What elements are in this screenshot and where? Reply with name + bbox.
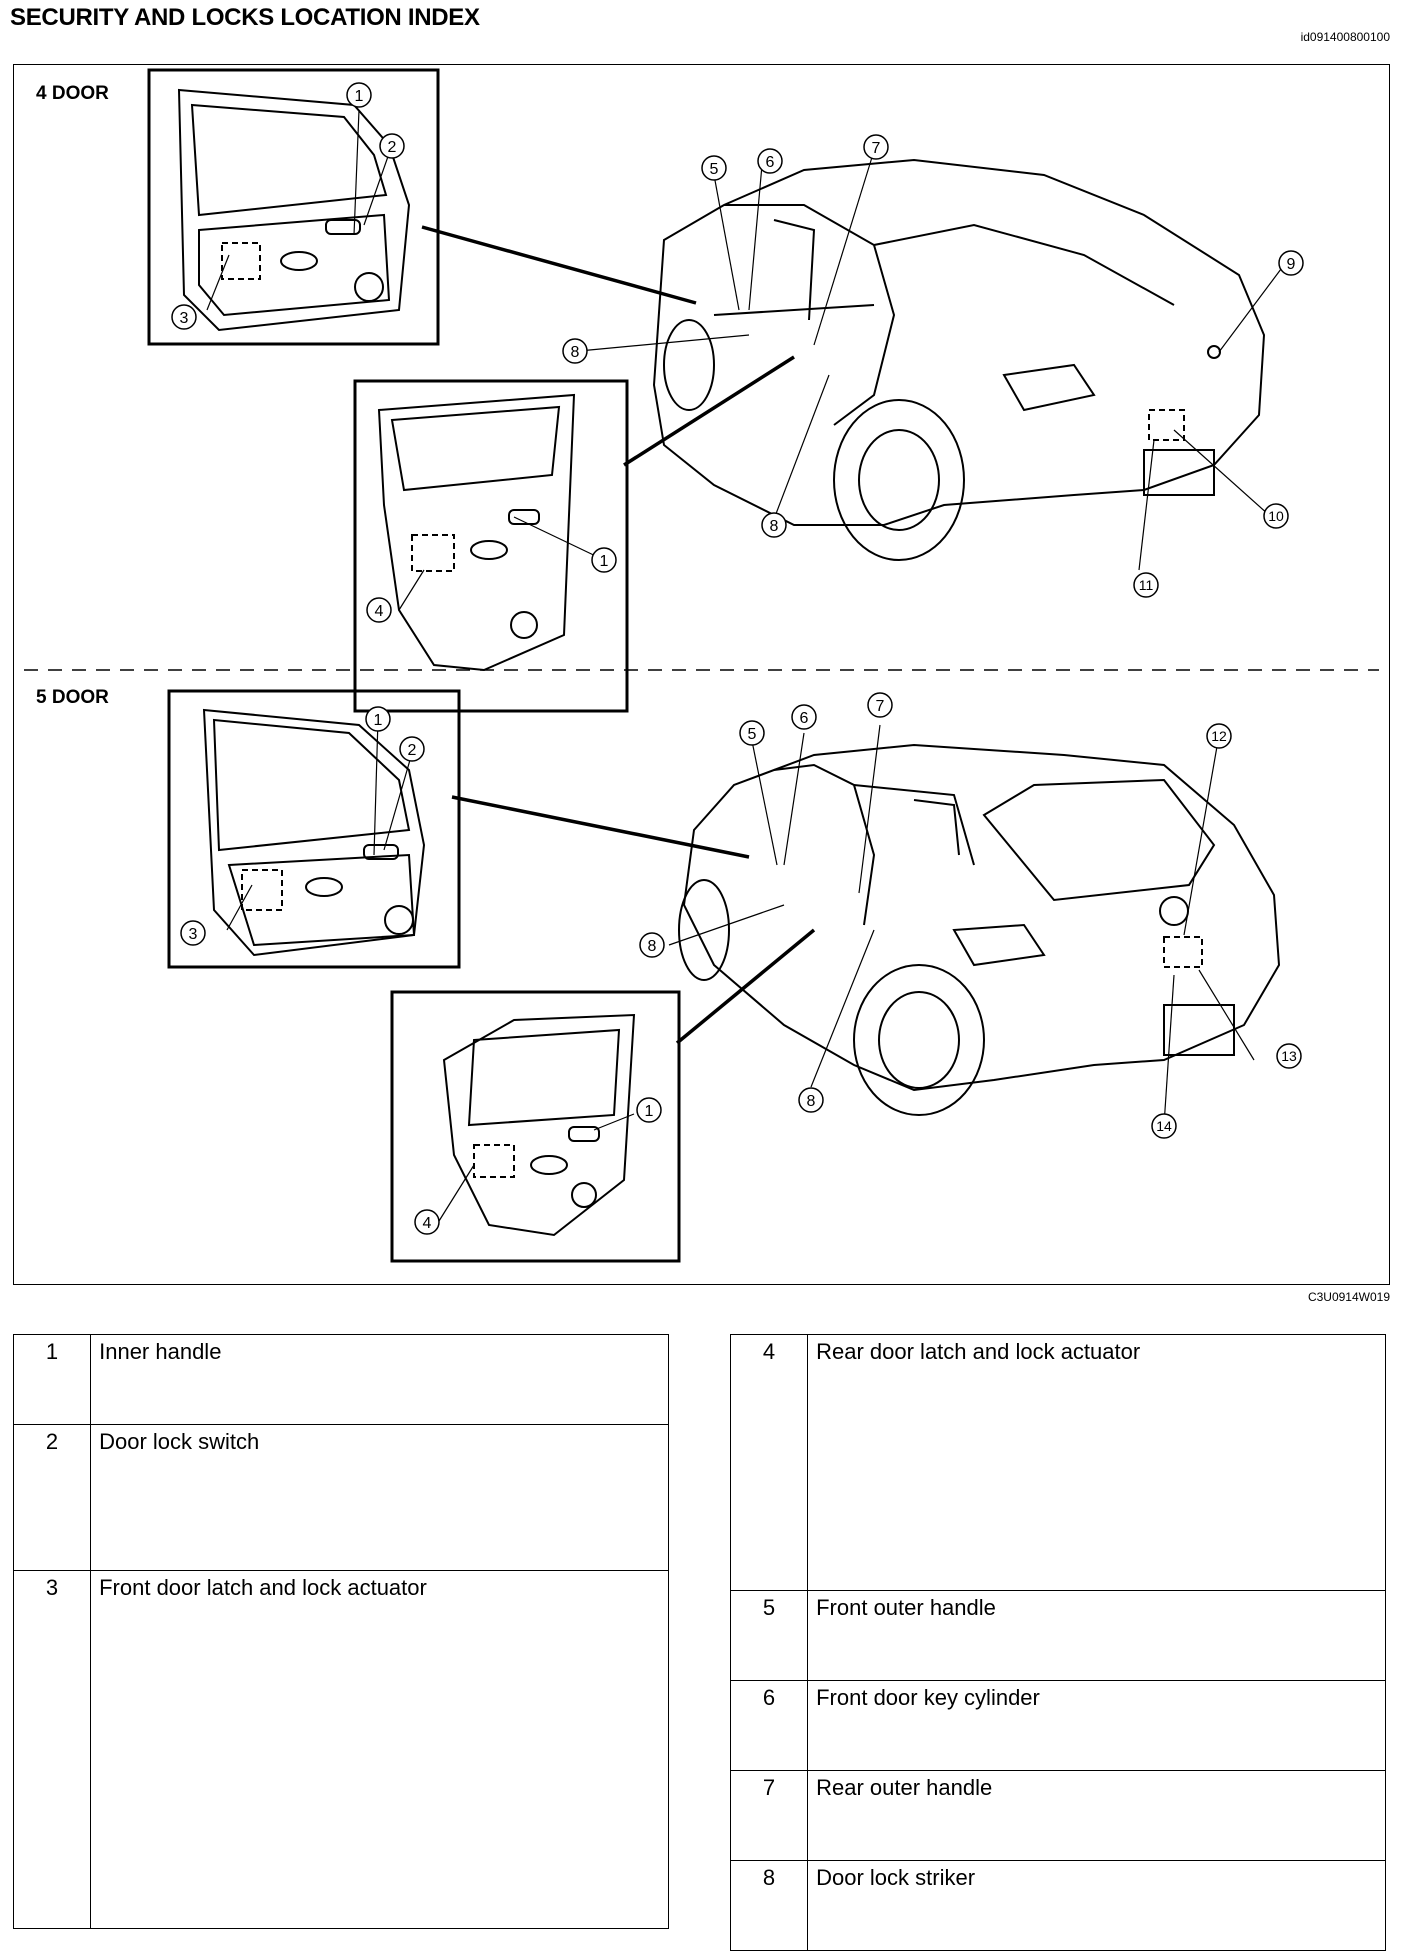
legend-text: Front door key cylinder bbox=[807, 1680, 1386, 1771]
legend-table-left: 1 Inner handle 2 Door lock switch 3 Fron… bbox=[12, 1334, 669, 1929]
page-title: SECURITY AND LOCKS LOCATION INDEX bbox=[10, 4, 480, 31]
legend-text: Door lock switch bbox=[90, 1424, 669, 1571]
section-label-5-door: 5 DOOR bbox=[36, 687, 109, 708]
callout-1-front-4d: 1 bbox=[346, 82, 372, 108]
car-hatchback-outline bbox=[678, 743, 1281, 1116]
table-row: 1 Inner handle bbox=[12, 1334, 669, 1425]
leader-rear-door-4d bbox=[623, 355, 795, 467]
callout-4-rear-5d: 4 bbox=[414, 1209, 440, 1235]
leader-front-door-5d bbox=[451, 795, 750, 859]
legend-number: 7 bbox=[729, 1770, 809, 1861]
legend-text: Door lock striker bbox=[807, 1860, 1386, 1951]
callout-7-car-5d: 7 bbox=[867, 692, 893, 718]
figure-code: C3U0914W019 bbox=[1307, 1290, 1390, 1304]
legend-table-right: 4 Rear door latch and lock actuator 5 Fr… bbox=[729, 1334, 1386, 1951]
callout-11-car-4d: 11 bbox=[1133, 572, 1159, 598]
legend-number: 4 bbox=[729, 1334, 809, 1591]
svg-text:2: 2 bbox=[388, 139, 397, 156]
svg-text:1: 1 bbox=[374, 712, 383, 729]
svg-text:6: 6 bbox=[766, 154, 775, 171]
location-diagram: 4 DOOR 5 DOOR bbox=[13, 64, 1390, 1285]
document-id: id091400800100 bbox=[1300, 30, 1390, 44]
callout-2-front-4d: 2 bbox=[379, 133, 405, 159]
table-row: 6 Front door key cylinder bbox=[729, 1680, 1386, 1771]
svg-text:13: 13 bbox=[1281, 1048, 1297, 1064]
legend-text: Front door latch and lock actuator bbox=[90, 1570, 669, 1929]
callout-9-car-4d: 9 bbox=[1278, 250, 1304, 276]
callout-1-rear-4d: 1 bbox=[591, 547, 617, 573]
inset-front-door-5d bbox=[167, 689, 461, 969]
inset-front-door-4d bbox=[147, 68, 440, 346]
legend-number: 2 bbox=[12, 1424, 92, 1571]
svg-text:4: 4 bbox=[375, 603, 384, 620]
table-row: 7 Rear outer handle bbox=[729, 1770, 1386, 1861]
callout-13-car-5d: 13 bbox=[1276, 1043, 1302, 1069]
svg-text:3: 3 bbox=[189, 926, 198, 943]
svg-text:14: 14 bbox=[1156, 1118, 1172, 1134]
inset-rear-door-5d bbox=[390, 990, 681, 1263]
callout-8-car-5d-b: 8 bbox=[798, 1087, 824, 1113]
svg-text:3: 3 bbox=[180, 310, 189, 327]
svg-text:5: 5 bbox=[710, 161, 719, 178]
table-row: 5 Front outer handle bbox=[729, 1590, 1386, 1681]
diagram-drawing bbox=[24, 68, 1379, 1263]
svg-text:8: 8 bbox=[648, 938, 657, 955]
svg-text:8: 8 bbox=[807, 1093, 816, 1110]
svg-text:2: 2 bbox=[408, 742, 417, 759]
legend-text: Inner handle bbox=[90, 1334, 669, 1425]
svg-text:6: 6 bbox=[800, 710, 809, 727]
svg-text:7: 7 bbox=[872, 140, 881, 157]
svg-text:11: 11 bbox=[1139, 577, 1154, 593]
legend-number: 3 bbox=[12, 1570, 92, 1929]
callout-layer: 1 2 3 1 4 5 6 7 8 8 9 10 11 1 2 3 1 4 5 … bbox=[171, 82, 1304, 1235]
callout-1-rear-5d: 1 bbox=[636, 1097, 662, 1123]
svg-text:9: 9 bbox=[1287, 256, 1296, 273]
leader-rear-door-5d bbox=[675, 928, 816, 1045]
callout-3-front-4d: 3 bbox=[171, 304, 197, 330]
svg-text:8: 8 bbox=[571, 344, 580, 361]
callout-4-rear-4d: 4 bbox=[366, 597, 392, 623]
svg-text:7: 7 bbox=[876, 698, 885, 715]
callout-14-car-5d: 14 bbox=[1151, 1113, 1177, 1139]
svg-text:12: 12 bbox=[1211, 728, 1227, 744]
callout-2-front-5d: 2 bbox=[399, 736, 425, 762]
callout-3-front-5d: 3 bbox=[180, 920, 206, 946]
table-row: 8 Door lock striker bbox=[729, 1860, 1386, 1951]
legend-text: Front outer handle bbox=[807, 1590, 1386, 1681]
legend-number: 1 bbox=[12, 1334, 92, 1425]
callout-leaders bbox=[206, 109, 1285, 1222]
legend-number: 5 bbox=[729, 1590, 809, 1681]
svg-text:1: 1 bbox=[645, 1103, 654, 1120]
callout-5-car-4d: 5 bbox=[701, 155, 727, 181]
legend-text: Rear outer handle bbox=[807, 1770, 1386, 1861]
svg-text:1: 1 bbox=[355, 88, 364, 105]
callout-6-car-4d: 6 bbox=[757, 148, 783, 174]
callout-8-car-5d-a: 8 bbox=[639, 932, 665, 958]
callout-8-car-4d-a: 8 bbox=[562, 338, 588, 364]
svg-text:4: 4 bbox=[423, 1215, 432, 1232]
legend-number: 8 bbox=[729, 1860, 809, 1951]
leader-front-door-4d bbox=[421, 225, 697, 305]
section-label-4-door: 4 DOOR bbox=[36, 83, 109, 104]
callout-7-car-4d: 7 bbox=[863, 134, 889, 160]
callout-10-car-4d: 10 bbox=[1263, 503, 1289, 529]
svg-text:10: 10 bbox=[1268, 508, 1284, 524]
callout-1-front-5d: 1 bbox=[365, 706, 391, 732]
legend-number: 6 bbox=[729, 1680, 809, 1771]
callout-6-car-5d: 6 bbox=[791, 704, 817, 730]
callout-12-car-5d: 12 bbox=[1206, 723, 1232, 749]
callout-8-car-4d-b: 8 bbox=[761, 512, 787, 538]
callout-5-car-5d: 5 bbox=[739, 720, 765, 746]
table-row: 4 Rear door latch and lock actuator bbox=[729, 1334, 1386, 1591]
svg-text:1: 1 bbox=[600, 553, 609, 570]
legend-text: Rear door latch and lock actuator bbox=[807, 1334, 1386, 1591]
svg-text:5: 5 bbox=[748, 726, 757, 743]
table-row: 2 Door lock switch bbox=[12, 1424, 669, 1571]
svg-text:8: 8 bbox=[770, 518, 779, 535]
inset-rear-door-4d bbox=[353, 379, 629, 713]
table-row: 3 Front door latch and lock actuator bbox=[12, 1570, 669, 1929]
